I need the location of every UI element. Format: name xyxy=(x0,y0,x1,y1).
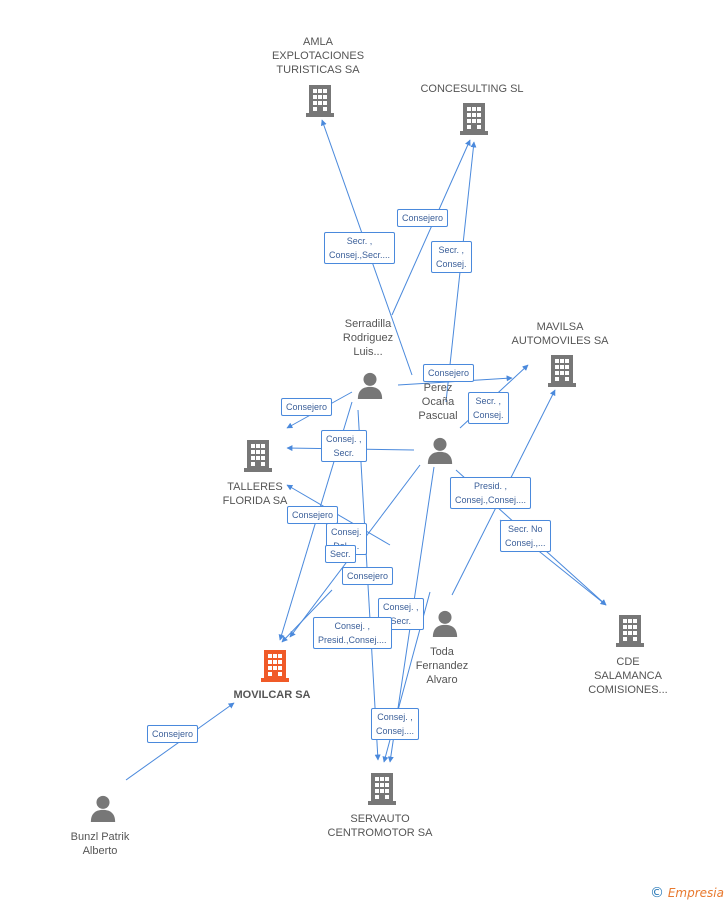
node-label-perez[interactable]: Perez Ocaña Pascual xyxy=(418,382,458,422)
building-icon-talleres[interactable] xyxy=(244,440,272,472)
node-label-serradilla[interactable]: Serradilla Rodriguez Luis... xyxy=(342,318,394,358)
node-label-bunzl[interactable]: Bunzl Patrik Alberto xyxy=(70,831,130,857)
person-icon-serradilla[interactable] xyxy=(357,372,383,399)
edge-label-perez-movilcar[interactable]: Consejero xyxy=(287,506,339,524)
node-label-mavilsa[interactable]: MAVILSA AUTOMOVILES SA xyxy=(511,321,609,347)
node-label-servauto[interactable]: SERVAUTO CENTROMOTOR SA xyxy=(327,813,433,839)
node-label-toda[interactable]: Toda Fernandez Alvaro xyxy=(415,646,469,686)
edge-toda-movilcar xyxy=(281,589,333,643)
building-icon-movilcar[interactable] xyxy=(261,650,289,682)
edge-label-toda-talleres[interactable]: Secr. xyxy=(325,545,356,563)
person-icon-perez[interactable] xyxy=(427,437,453,464)
edge-serradilla-movilcar xyxy=(357,409,381,761)
person-icon-toda[interactable] xyxy=(432,610,458,637)
building-icon-amla[interactable] xyxy=(306,85,334,117)
edge-label-serradilla-mavilsa[interactable]: Consejero xyxy=(423,364,475,382)
edge-label-serradilla-amla[interactable]: Secr. , Consej.,Secr.... xyxy=(324,232,396,264)
node-label-concesulting[interactable]: CONCESULTING SL xyxy=(420,83,524,95)
edge-label-perez-talleres[interactable]: Consej. , Secr. xyxy=(321,430,367,462)
node-label-movilcar[interactable]: MOVILCAR SA xyxy=(233,689,311,701)
node-label-talleres[interactable]: TALLERES FLORIDA SA xyxy=(222,481,288,507)
node-label-cde[interactable]: CDE SALAMANCA COMISIONES... xyxy=(588,656,668,696)
edge-label-toda-movilcar[interactable]: Consej. , Secr. xyxy=(378,598,424,630)
building-icon-servauto[interactable] xyxy=(368,773,396,805)
edge-label-perez-movilcar[interactable]: Consejero xyxy=(342,567,394,585)
edge-label-perez-cde[interactable]: Secr. No Consej.,... xyxy=(500,520,551,552)
building-icon-concesulting[interactable] xyxy=(460,103,488,135)
edge-label-perez-servauto[interactable]: Consej. , Consej.... xyxy=(371,708,420,740)
building-icon-mavilsa[interactable] xyxy=(548,355,576,387)
edge-label-serradilla-concesulting[interactable]: Consejero xyxy=(397,209,449,227)
footer-brand: © Empresia xyxy=(650,885,724,901)
edge-label-perez-mavilsa[interactable]: Secr. , Consej. xyxy=(468,392,509,424)
edge-toda-talleres xyxy=(286,484,391,546)
edge-label-perez-cde[interactable]: Presid. , Consej.,Consej.... xyxy=(450,477,532,509)
edge-label-toda-movilcar[interactable]: Consej. , Presid.,Consej.... xyxy=(313,617,392,649)
edge-label-serradilla-talleres[interactable]: Consejero xyxy=(281,398,333,416)
person-icon-bunzl[interactable] xyxy=(90,795,116,822)
nodes-layer xyxy=(90,85,644,822)
brand-logo: Empresia xyxy=(667,886,724,900)
node-label-amla[interactable]: AMLA EXPLOTACIONES TURISTICAS SA xyxy=(271,36,365,76)
edge-serradilla-concesulting xyxy=(391,139,471,316)
building-icon-cde[interactable] xyxy=(616,615,644,647)
edge-label-bunzl-movilcar[interactable]: Consejero xyxy=(147,725,199,743)
edge-label-perez-concesulting[interactable]: Secr. , Consej. xyxy=(431,241,472,273)
copyright-icon: © xyxy=(650,885,665,901)
